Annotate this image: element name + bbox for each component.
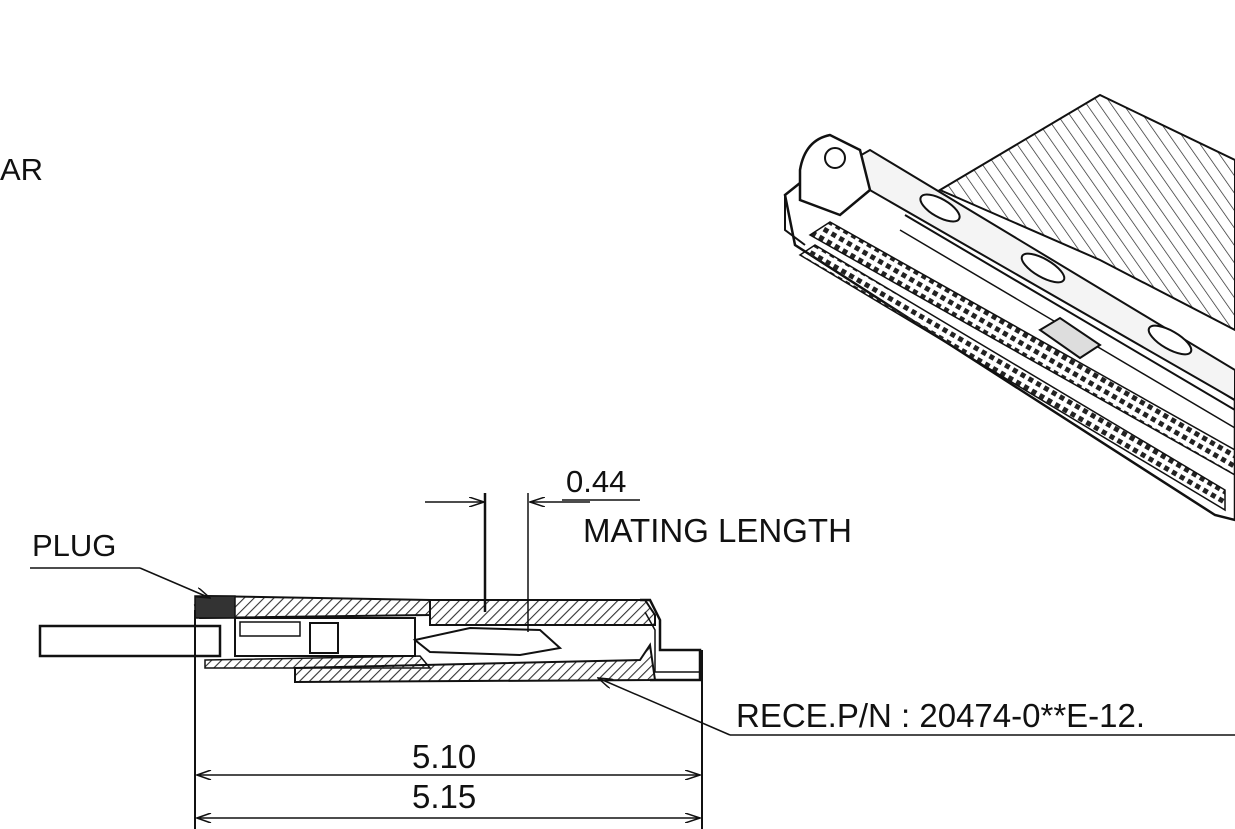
plug-label: PLUG (32, 528, 117, 563)
partial-label: AR (0, 152, 44, 187)
receptacle-shell (640, 598, 702, 682)
cross-section-view (30, 493, 1235, 829)
end-bracket (798, 133, 872, 217)
receptacle-housing (429, 599, 656, 626)
mating-length-value: 0.44 (566, 464, 627, 499)
contact-row (808, 221, 1235, 476)
dimension-515: 5.15 (412, 778, 477, 815)
contact-row (798, 244, 1226, 512)
ribbon-cable (937, 93, 1235, 332)
cable-stub (38, 624, 222, 658)
logo-mark (919, 193, 961, 223)
rece-leader (598, 678, 731, 736)
contact (412, 626, 563, 657)
receptacle-base (294, 642, 657, 684)
center-latch (1038, 316, 1102, 360)
logo-mark (1020, 252, 1066, 284)
receptacle-part-number: RECE.P/N : 20474-0**E-12. (736, 697, 1146, 734)
plug-leader (139, 567, 210, 598)
dimension-510: 5.10 (412, 738, 477, 775)
isometric-connector-view (783, 93, 1235, 522)
mating-length-caption: MATING LENGTH (583, 512, 852, 549)
logo-mark (1147, 324, 1193, 356)
